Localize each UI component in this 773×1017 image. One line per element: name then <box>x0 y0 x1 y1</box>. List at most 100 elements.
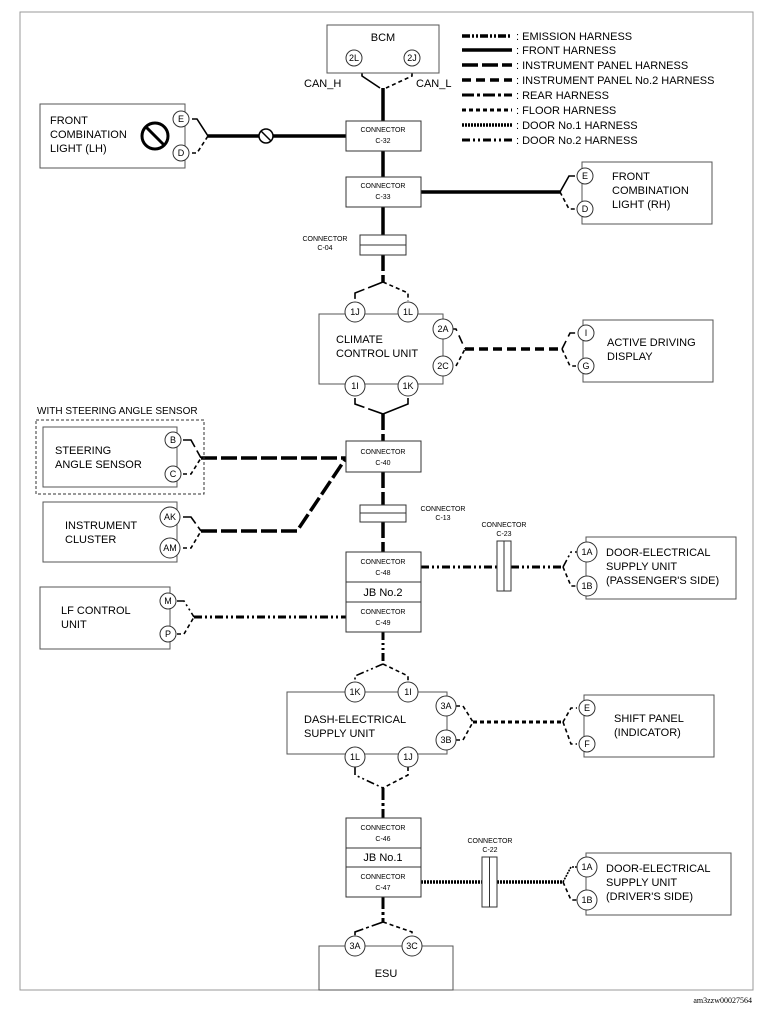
connector-c13: CONNECTOR C-13 <box>359 504 465 523</box>
wire-front-lh-d <box>192 135 209 154</box>
wire-door-drv-1a <box>562 866 577 883</box>
front-rh-line1: FRONT <box>612 171 650 183</box>
lf-pin-m-label: M <box>164 596 172 606</box>
door-pass-line2: SUPPLY UNIT <box>606 561 677 573</box>
bcm-pin-2l <box>345 49 363 67</box>
dash-pin-1i <box>397 681 419 703</box>
dash-pin-3a <box>435 695 457 717</box>
climate-pin-1l <box>397 301 419 323</box>
dash-pin-1k <box>344 681 366 703</box>
wire-shift-e <box>562 707 577 723</box>
wire-steering-c <box>183 457 202 475</box>
connector-c04-id: C-04 <box>317 245 332 252</box>
wire-dash-1k <box>354 663 384 682</box>
door-drv-line3: (DRIVER'S SIDE) <box>606 891 693 903</box>
cluster-pin-am <box>159 537 181 559</box>
connector-c23-word: CONNECTOR <box>482 522 527 529</box>
connector-c32: CONNECTOR C-32 <box>345 120 422 152</box>
climate-pin-1j-label: 1J <box>350 307 360 317</box>
connector-c40-id: C-40 <box>375 460 390 467</box>
wire-dash-3a <box>456 705 474 723</box>
wire-climate-1k <box>382 398 409 415</box>
connector-c46-id: C-46 <box>375 836 390 843</box>
wire-dash-1i <box>382 663 409 682</box>
steering-pin-b <box>164 431 182 449</box>
connector-c22: CONNECTOR C-22 <box>468 838 513 908</box>
add-pin-i-label: I <box>585 328 588 338</box>
climate-pin-1k <box>397 375 419 397</box>
lf-line1: LF CONTROL <box>61 605 131 617</box>
connector-c04-word: CONNECTOR <box>303 236 348 243</box>
connector-c04: CONNECTOR C-04 <box>303 234 407 256</box>
bcm-label: BCM <box>371 32 395 44</box>
bcm-box <box>326 24 440 74</box>
front-lh-pin-e <box>172 110 190 128</box>
wire-cluster-c40 <box>201 457 348 533</box>
wire-cluster-ak <box>183 516 202 532</box>
door-electrical-supply-unit-driver: 1A 1B DOOR-ELECTRICAL SUPPLY UNIT (DRIVE… <box>576 852 732 916</box>
active-driving-display: I G ACTIVE DRIVING DISPLAY <box>577 319 714 383</box>
climate-pin-2a <box>432 318 454 340</box>
door-drv-pin-1b <box>576 889 598 911</box>
wire-add-i <box>561 332 576 350</box>
cluster-line1: INSTRUMENT <box>65 520 137 532</box>
steering-line1: STEERING <box>55 445 111 457</box>
connector-c40: CONNECTOR C-40 <box>345 440 422 473</box>
front-combination-light-rh: E D FRONT COMBINATION LIGHT (RH) <box>576 161 713 225</box>
front-rh-pin-d-label: D <box>582 204 589 214</box>
connector-c33-word: CONNECTOR <box>361 183 406 190</box>
instrument-cluster: INSTRUMENT CLUSTER AK AM <box>42 501 181 563</box>
dash-pin-3a-label: 3A <box>440 701 451 711</box>
connector-c47-box <box>345 866 422 898</box>
legend-label-rear: : REAR HARNESS <box>516 90 609 102</box>
front-rh-line2: COMBINATION <box>612 185 689 197</box>
legend-label-floor: : FLOOR HARNESS <box>516 105 616 117</box>
legend-label-emission: : EMISSION HARNESS <box>516 31 632 43</box>
harness-legend: : EMISSION HARNESS : FRONT HARNESS : INS… <box>462 31 714 147</box>
add-pin-g <box>577 357 595 375</box>
shift-line1: SHIFT PANEL <box>614 713 684 725</box>
wire-door-pass-1b <box>562 566 577 587</box>
cluster-pin-ak-label: AK <box>164 512 176 522</box>
steering-box <box>42 426 178 488</box>
door-pass-line1: DOOR-ELECTRICAL <box>606 547 711 559</box>
climate-control-unit: CLIMATE CONTROL UNIT 1J 1L 2A 2C 1I 1K <box>318 301 454 397</box>
connector-c48-box <box>345 551 422 583</box>
add-pin-i <box>577 324 595 342</box>
wire-climate-1l <box>382 281 409 301</box>
connector-c48-id: C-48 <box>375 570 390 577</box>
door-pass-pin-1b <box>576 575 598 597</box>
esu-pin-3c <box>401 935 423 957</box>
front-rh-pin-d <box>576 200 594 218</box>
climate-pin-1k-label: 1K <box>402 381 413 391</box>
front-lh-pin-d <box>172 144 190 162</box>
connector-c33-box <box>345 176 422 208</box>
front-lh-line2: COMBINATION <box>50 129 127 141</box>
dash-line1: DASH-ELECTRICAL <box>304 714 406 726</box>
connector-c40-word: CONNECTOR <box>361 449 406 456</box>
dash-pin-1j <box>397 746 419 768</box>
door-drv-line1: DOOR-ELECTRICAL <box>606 863 711 875</box>
dash-pin-3b <box>435 729 457 751</box>
front-lh-line1: FRONT <box>50 115 88 127</box>
wire-door-drv-1b <box>562 881 577 901</box>
wire-climate-1j <box>354 281 384 301</box>
connector-c40-box <box>345 440 422 473</box>
connector-c22-word: CONNECTOR <box>468 838 513 845</box>
legend-label-door1: : DOOR No.1 HARNESS <box>516 120 638 132</box>
connector-c22-id: C-22 <box>482 847 497 854</box>
dash-electrical-supply-unit: DASH-ELECTRICAL SUPPLY UNIT 1K 1I 3A 3B … <box>286 681 457 768</box>
wire-door-pass-1a <box>562 551 577 568</box>
door-pass-pin-1a <box>576 541 598 563</box>
wire-dash-1l <box>354 767 384 789</box>
connector-c49-id: C-49 <box>375 620 390 627</box>
wire-lf-m <box>177 600 195 618</box>
junction-block-1: CONNECTOR C-46 JB No.1 CONNECTOR C-47 <box>345 817 422 898</box>
jb2-label: JB No.2 <box>363 587 402 599</box>
can-l-label: CAN_L <box>416 78 451 90</box>
door-pass-pin-1a-label: 1A <box>581 547 592 557</box>
not-applicable-icon <box>140 121 170 151</box>
climate-pin-1i <box>344 375 366 397</box>
climate-pin-1l-label: 1L <box>403 307 413 317</box>
jb1-label: JB No.1 <box>363 852 402 864</box>
